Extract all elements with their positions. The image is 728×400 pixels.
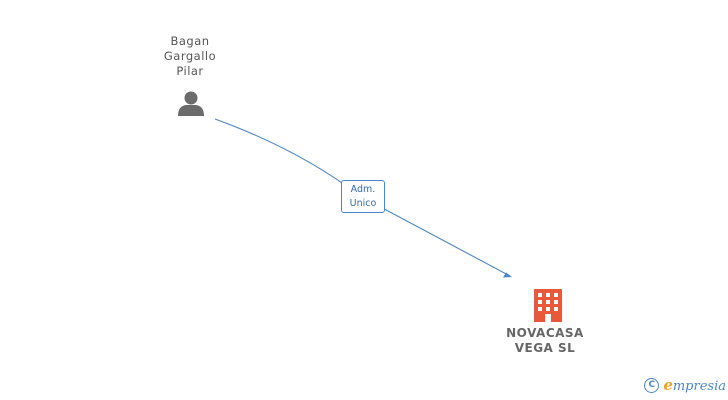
brand-name: mpresia <box>672 379 726 394</box>
brand-initial: e <box>663 376 673 394</box>
person-name-line-3: Pilar <box>176 64 204 78</box>
brand-footer[interactable]: C empresia <box>644 376 726 394</box>
copyright-icon: C <box>644 377 660 393</box>
brand-logo: empresia <box>663 376 726 394</box>
building-icon[interactable] <box>534 289 562 322</box>
role-line-1: Adm. <box>350 184 376 195</box>
person-name-line-2: Gargallo <box>163 49 217 63</box>
role-line-2: Unico <box>349 198 377 209</box>
person-name-label[interactable]: Bagan Gargallo Pilar <box>140 34 240 79</box>
relationship-role-label[interactable]: Adm. Unico <box>341 180 385 213</box>
company-name-label[interactable]: NOVACASA VEGA SL <box>490 326 600 356</box>
person-icon[interactable] <box>178 91 204 117</box>
company-name-line-1: NOVACASA <box>506 326 584 340</box>
company-name-line-2: VEGA SL <box>514 341 576 355</box>
person-name-line-1: Bagan <box>170 34 210 48</box>
arrowhead-icon <box>503 272 512 278</box>
